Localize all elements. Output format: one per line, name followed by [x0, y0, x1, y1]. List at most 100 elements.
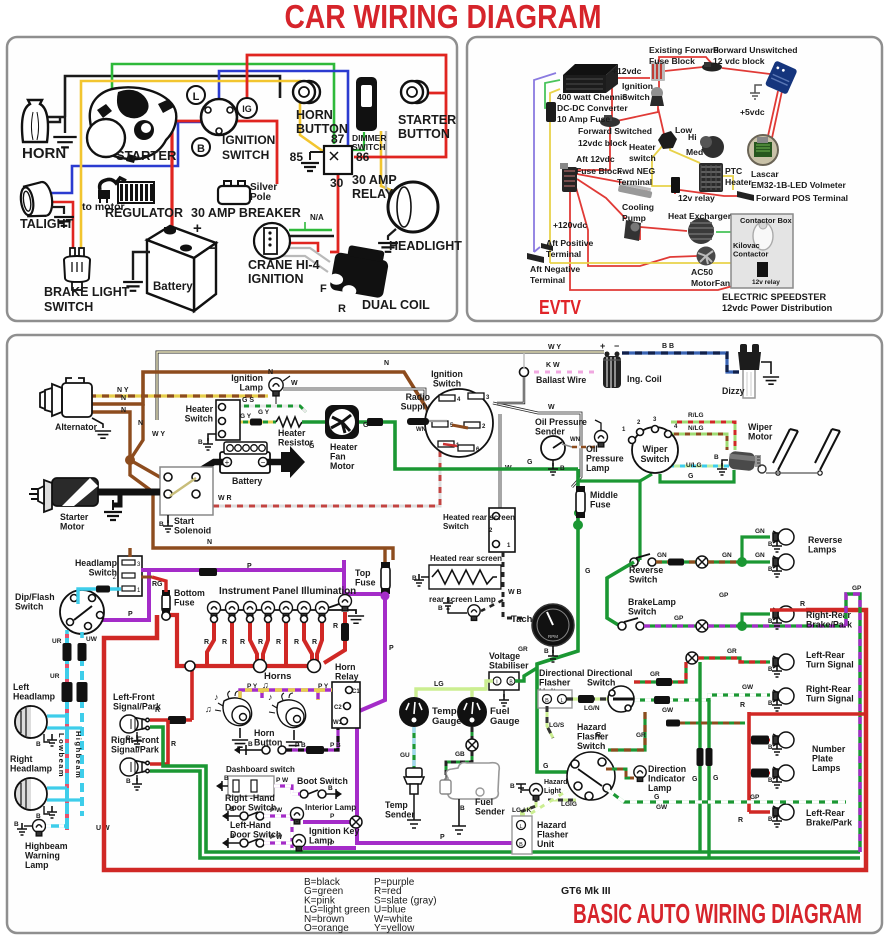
svg-text:UW: UW	[86, 636, 98, 643]
svg-text:P Y: P Y	[318, 683, 329, 690]
svg-text:W: W	[291, 380, 298, 387]
svg-text:G: G	[309, 443, 315, 450]
svg-text:R: R	[596, 732, 601, 739]
svg-text:switch: switch	[629, 153, 656, 163]
svg-text:P B: P B	[330, 742, 341, 749]
svg-text:12vdc Power Distribution: 12vdc Power Distribution	[722, 303, 833, 313]
svg-text:Indicator: Indicator	[648, 773, 686, 783]
svg-text:Heater: Heater	[629, 142, 656, 152]
svg-text:Dashboard switch: Dashboard switch	[226, 765, 295, 774]
svg-text:Heater: Heater	[278, 428, 306, 438]
svg-text:GW: GW	[662, 707, 674, 714]
svg-text:L: L	[560, 698, 563, 704]
svg-text:GU: GU	[400, 752, 410, 759]
svg-text:Stabiliser: Stabiliser	[489, 660, 529, 670]
svg-text:4: 4	[674, 424, 678, 430]
svg-text:Plate: Plate	[812, 753, 833, 763]
svg-text:DIMMER: DIMMER	[352, 133, 386, 143]
svg-text:N: N	[121, 407, 126, 414]
svg-text:Headlamp: Headlamp	[10, 763, 53, 773]
svg-text:STARTER: STARTER	[398, 113, 456, 127]
svg-text:Hazard: Hazard	[544, 779, 567, 786]
svg-text:GW: GW	[656, 804, 668, 811]
svg-text:W: W	[548, 404, 555, 411]
svg-text:B: B	[519, 842, 523, 848]
svg-text:Gauge: Gauge	[490, 716, 520, 727]
svg-text:R: R	[240, 639, 245, 646]
svg-text:Warning: Warning	[25, 850, 60, 860]
svg-text:Lowbeam: Lowbeam	[57, 733, 66, 778]
svg-text:B: B	[768, 817, 773, 823]
svg-text:R: R	[333, 623, 338, 630]
svg-text:P: P	[440, 834, 445, 841]
svg-text:Turn Signal: Turn Signal	[806, 659, 854, 669]
svg-text:87: 87	[331, 132, 345, 146]
svg-text:Switch: Switch	[628, 606, 656, 616]
svg-text:P W: P W	[270, 807, 283, 814]
svg-text:P: P	[330, 813, 335, 820]
svg-text:PTC: PTC	[725, 166, 742, 176]
svg-text:REGULATOR: REGULATOR	[105, 206, 183, 220]
svg-text:Lascar: Lascar	[751, 169, 779, 179]
svg-text:Headlamp: Headlamp	[13, 691, 56, 701]
svg-text:B: B	[714, 454, 719, 461]
svg-text:RG: RG	[152, 581, 163, 588]
svg-text:Dip/Flash: Dip/Flash	[15, 592, 55, 602]
svg-text:Left: Left	[13, 682, 29, 692]
svg-text:+12vdc: +12vdc	[612, 66, 642, 76]
svg-text:+120vdc: +120vdc	[553, 220, 587, 230]
svg-text:R: R	[312, 639, 317, 646]
svg-text:G Y: G Y	[258, 409, 270, 416]
svg-text:+: +	[225, 458, 230, 467]
svg-text:R: R	[258, 639, 263, 646]
svg-text:Cooling: Cooling	[622, 202, 654, 212]
svg-text:Lamp: Lamp	[648, 783, 672, 793]
svg-text:GR: GR	[636, 732, 646, 739]
svg-text:B: B	[14, 821, 19, 828]
svg-text:IGNITION: IGNITION	[222, 133, 275, 147]
svg-text:G: G	[688, 473, 694, 480]
svg-text:Lamp: Lamp	[586, 463, 610, 473]
svg-text:Right: Right	[10, 754, 33, 764]
svg-text:Sender: Sender	[535, 426, 565, 436]
svg-text:B: B	[198, 439, 203, 446]
svg-text:Contactor: Contactor	[733, 250, 768, 259]
svg-text:R=red: R=red	[374, 886, 402, 897]
svg-text:Lamp: Lamp	[309, 835, 333, 845]
svg-text:Temp: Temp	[385, 800, 408, 810]
svg-text:R: R	[222, 639, 227, 646]
svg-text:Fwd NEG: Fwd NEG	[617, 166, 656, 176]
svg-text:Switch: Switch	[15, 601, 43, 611]
svg-text:B: B	[768, 619, 773, 625]
svg-text:−: −	[261, 458, 266, 467]
svg-text:Oil Pressure: Oil Pressure	[535, 417, 587, 427]
svg-text:B: B	[768, 567, 773, 573]
svg-text:Wiper: Wiper	[643, 444, 668, 454]
svg-text:P W: P W	[276, 777, 289, 784]
svg-text:R/LG: R/LG	[688, 412, 704, 419]
svg-text:GP: GP	[852, 585, 862, 592]
svg-text:Heater: Heater	[186, 404, 214, 414]
svg-text:Light: Light	[544, 788, 562, 795]
svg-text:Lamp: Lamp	[25, 860, 49, 870]
svg-text:Lamps: Lamps	[812, 763, 840, 773]
svg-text:Lamps: Lamps	[808, 544, 836, 554]
svg-text:♫: ♫	[262, 680, 269, 690]
svg-text:+: +	[600, 341, 605, 351]
svg-text:Headlamp: Headlamp	[75, 558, 118, 568]
svg-text:Ing. Coil: Ing. Coil	[627, 374, 662, 384]
svg-text:EM32-1B-LED Volmeter: EM32-1B-LED Volmeter	[751, 180, 847, 190]
svg-text:P: P	[128, 611, 133, 618]
svg-text:U=blue: U=blue	[374, 905, 406, 916]
svg-text:Fuse: Fuse	[355, 577, 376, 587]
svg-text:STARTER: STARTER	[116, 148, 177, 163]
svg-text:B: B	[328, 785, 333, 792]
svg-text:Dizzy: Dizzy	[722, 386, 745, 396]
svg-text:B: B	[438, 605, 443, 612]
svg-text:Silver: Silver	[250, 182, 277, 193]
svg-text:Interior Lamp: Interior Lamp	[305, 803, 356, 812]
svg-text:BrakeLamp: BrakeLamp	[628, 597, 677, 607]
svg-text:Pole: Pole	[250, 192, 272, 203]
svg-text:Sender: Sender	[385, 809, 415, 819]
svg-text:C1: C1	[352, 689, 360, 695]
